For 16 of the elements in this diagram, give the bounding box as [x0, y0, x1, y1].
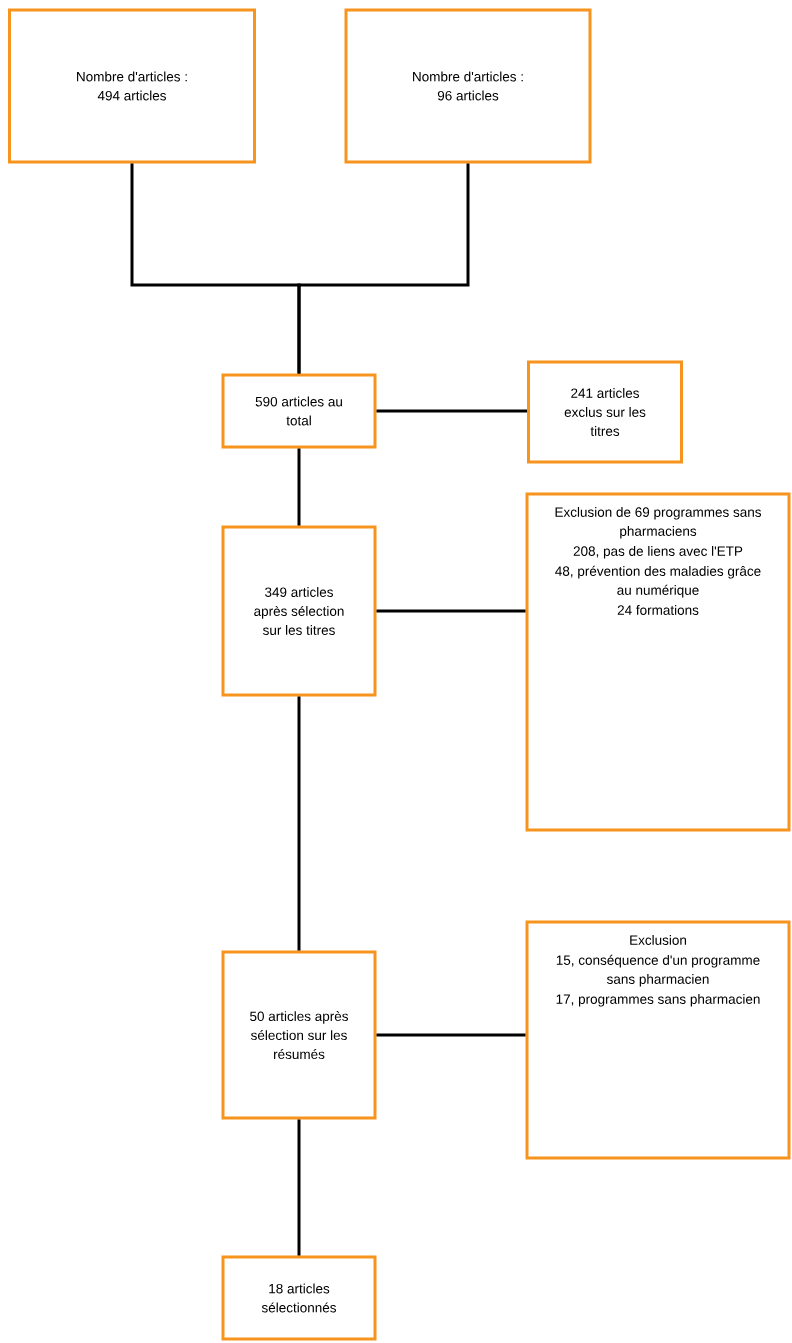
connector-line — [297, 1119, 301, 1256]
process-box: Exclusion de 69 programmes sans pharmaciens 208, pas de liens avec l'ETP 48, prévention des maladies grâce au numérique 24 formations — [525, 492, 791, 832]
process-box: Nombre d'articles : 96 articles — [344, 8, 592, 164]
connector-line — [376, 1033, 526, 1037]
connector-line — [297, 163, 470, 374]
process-box: 18 articles sélectionnés — [221, 1255, 377, 1341]
process-box: Nombre d'articles : 494 articles — [8, 8, 256, 164]
process-box: 241 articles exclus sur les titres — [527, 360, 683, 464]
connector-line — [376, 609, 526, 613]
process-box: 349 articles après sélection sur les titres — [221, 525, 377, 697]
process-box: 590 articles au total — [221, 373, 377, 449]
process-box: Exclusion 15, conséquence d'un programme sans pharmacien 17, programmes sans pharmacien — [525, 920, 791, 1160]
connector-line — [376, 409, 527, 413]
connector-line — [297, 696, 301, 951]
connector-line — [297, 448, 301, 526]
process-box: 50 articles après sélection sur les résumés — [221, 950, 377, 1120]
